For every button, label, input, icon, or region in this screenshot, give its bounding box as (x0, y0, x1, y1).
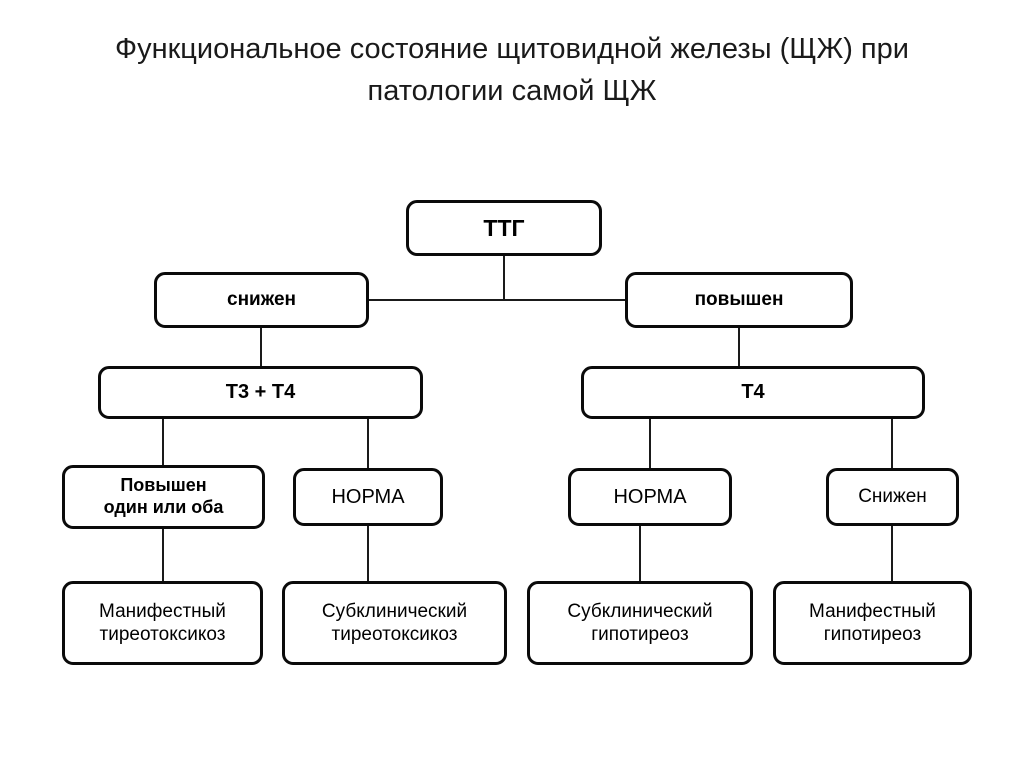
node-subclinical-hypothyroidism-label: Субклинический гипотиреоз (567, 600, 713, 645)
node-norma-left-label: НОРМА (331, 485, 405, 508)
node-subclinical-hypothyroidism[interactable]: Субклинический гипотиреоз (527, 581, 753, 665)
node-t3-plus-t4[interactable]: Т3 + Т4 (98, 366, 423, 419)
node-manifest-hypothyroidism[interactable]: Манифестный гипотиреоз (773, 581, 972, 665)
node-t4-label: Т4 (741, 381, 765, 404)
node-norma-right-label: НОРМА (613, 485, 687, 508)
node-subclinical-thyrotoxicosis-label: Субклинический тиреотоксикоз (321, 600, 468, 645)
node-ttg-label: ТТГ (483, 214, 525, 241)
node-subclinical-thyrotoxicosis[interactable]: Субклинический тиреотоксикоз (282, 581, 507, 665)
node-tsh-decreased-label: снижен (227, 289, 296, 311)
node-tsh-increased-label: повышен (694, 289, 784, 311)
node-manifest-thyrotoxicosis-label: Манифестный тиреотоксикоз (99, 600, 226, 645)
node-norma-left[interactable]: НОРМА (293, 468, 443, 526)
node-tsh-increased[interactable]: повышен (625, 272, 853, 328)
node-elevated-one-or-both-label: Повышен один или оба (103, 475, 224, 517)
node-t4-decreased-label: Снижен (858, 486, 927, 508)
node-norma-right[interactable]: НОРМА (568, 468, 732, 526)
page-title: Функциональное состояние щитовидной желе… (115, 33, 909, 107)
node-manifest-hypothyroidism-label: Манифестный гипотиреоз (809, 600, 936, 645)
node-elevated-one-or-both[interactable]: Повышен один или оба (62, 465, 265, 529)
node-t4-decreased[interactable]: Снижен (826, 468, 959, 526)
node-manifest-thyrotoxicosis[interactable]: Манифестный тиреотоксикоз (62, 581, 263, 665)
node-t4[interactable]: Т4 (581, 366, 925, 419)
node-t3-plus-t4-label: Т3 + Т4 (225, 381, 296, 404)
node-ttg[interactable]: ТТГ (406, 200, 602, 256)
node-tsh-decreased[interactable]: снижен (154, 272, 369, 328)
